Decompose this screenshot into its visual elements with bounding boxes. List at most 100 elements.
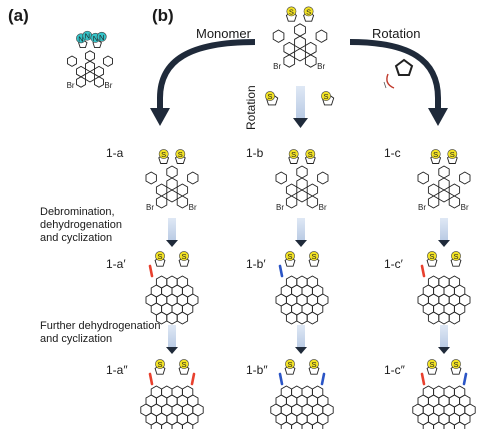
thiophene-ring — [285, 11, 297, 22]
sulfur-atom: S — [265, 91, 275, 101]
compound-label-1c-prime: 1-c′ — [384, 257, 403, 271]
thiophene-ring — [426, 256, 438, 267]
step1-line2: dehydrogenation — [40, 219, 122, 231]
benzene-ring — [427, 183, 440, 197]
benzene-ring — [448, 183, 461, 197]
monomer-label: Monomer — [196, 26, 251, 41]
thiophene-ring — [178, 364, 190, 375]
curved-arrow-left — [157, 39, 256, 110]
benzene-ring — [171, 421, 183, 429]
benzene-ring — [285, 183, 298, 197]
benzene-ring — [443, 421, 455, 429]
nanographene-1a-prime — [145, 256, 199, 325]
rotation-label-right: Rotation — [372, 26, 421, 41]
svg-text:S: S — [453, 360, 458, 369]
benzene-ring — [306, 195, 319, 209]
precursor-molecule-panel-a — [67, 39, 113, 88]
bromine-label: Br — [276, 203, 284, 212]
new-cc-bond — [148, 264, 154, 278]
new-cc-bond — [462, 372, 468, 386]
step1-line3: and cyclization — [40, 232, 113, 244]
bromine-label: Br — [273, 62, 281, 71]
svg-text:N: N — [78, 34, 83, 43]
benzene-ring — [427, 311, 440, 325]
benzene-ring — [438, 165, 450, 179]
new-cc-bond — [420, 264, 426, 278]
thiophene-ring — [154, 256, 166, 267]
benzene-ring — [438, 177, 450, 191]
sulfur-atom: S — [451, 359, 461, 369]
thiophene-ring — [450, 256, 462, 267]
precursor-molecule-1b — [275, 153, 329, 209]
svg-text:N: N — [99, 33, 104, 42]
benzene-ring — [94, 65, 104, 78]
step2-line2: and cyclization — [40, 333, 113, 345]
svg-text:S: S — [181, 360, 186, 369]
precursor-molecule-1a — [145, 153, 199, 209]
sulfur-atom: S — [427, 251, 437, 261]
thiophene-ring — [284, 256, 296, 267]
benzene-ring — [76, 65, 86, 78]
compound-label-1a: 1-a — [106, 146, 124, 160]
bromine-label: Br — [189, 203, 197, 212]
benzene-ring — [294, 23, 306, 37]
panel-label-b: (b) — [152, 6, 174, 25]
benzene-ring — [422, 421, 435, 429]
svg-text:S: S — [429, 252, 434, 261]
bromine-label: Br — [317, 62, 325, 71]
svg-text:S: S — [308, 150, 313, 159]
benzene-ring — [459, 171, 471, 185]
svg-text:S: S — [311, 360, 316, 369]
sulfur-atom: S — [309, 359, 319, 369]
svg-text:S: S — [161, 150, 166, 159]
benzene-ring — [275, 171, 287, 185]
benzene-ring — [283, 41, 296, 56]
benzene-ring — [187, 171, 199, 185]
benzene-ring — [272, 29, 285, 43]
precursor-molecule-monomer — [272, 11, 328, 68]
thiophene-ring — [284, 364, 296, 375]
benzene-ring — [176, 195, 189, 209]
sulfur-atom: S — [179, 359, 189, 369]
benzene-ring — [294, 35, 306, 50]
new-cc-bond — [148, 372, 154, 386]
bromine-label: Br — [461, 203, 469, 212]
benzene-ring — [301, 421, 313, 429]
benzene-ring — [166, 165, 178, 179]
benzene-ring — [283, 54, 296, 68]
new-cc-bond — [278, 372, 284, 386]
benzene-ring — [294, 48, 306, 62]
thiophene-ring — [446, 153, 458, 164]
benzene-ring — [306, 183, 319, 197]
benzene-ring — [285, 311, 298, 325]
compound-label-1a-prime: 1-a′ — [106, 257, 126, 271]
arrowhead-right — [428, 108, 448, 126]
svg-text:S: S — [287, 252, 292, 261]
benzene-ring — [304, 41, 317, 56]
svg-text:S: S — [433, 150, 438, 159]
thiophene-ring — [308, 256, 320, 267]
nanographene-1c-double-prime — [412, 364, 476, 429]
thiophene-ring — [304, 153, 316, 164]
svg-text:S: S — [291, 150, 296, 159]
nanographene-1b-double-prime — [270, 364, 334, 429]
svg-text:S: S — [178, 150, 183, 159]
svg-text:S: S — [306, 7, 311, 16]
benzene-ring — [438, 189, 450, 203]
sulfur-atom: S — [321, 91, 331, 101]
new-cc-bond — [278, 264, 284, 278]
thiophene-ring — [288, 153, 300, 164]
nitrogen-atom: N — [96, 31, 107, 42]
benzene-ring — [67, 55, 77, 67]
sulfur-atom: S — [288, 149, 299, 159]
sulfur-atom: S — [155, 359, 165, 369]
compound-label-1c: 1-c — [384, 146, 401, 160]
sulfur-atom: S — [179, 251, 189, 261]
benzene-ring — [161, 421, 173, 429]
sulfur-atom: S — [305, 149, 316, 159]
step2-line1: Further dehydrogenation — [40, 320, 161, 332]
thiophene-ring — [426, 364, 438, 375]
thiophene-ring — [450, 364, 462, 375]
benzene-ring — [155, 183, 168, 197]
